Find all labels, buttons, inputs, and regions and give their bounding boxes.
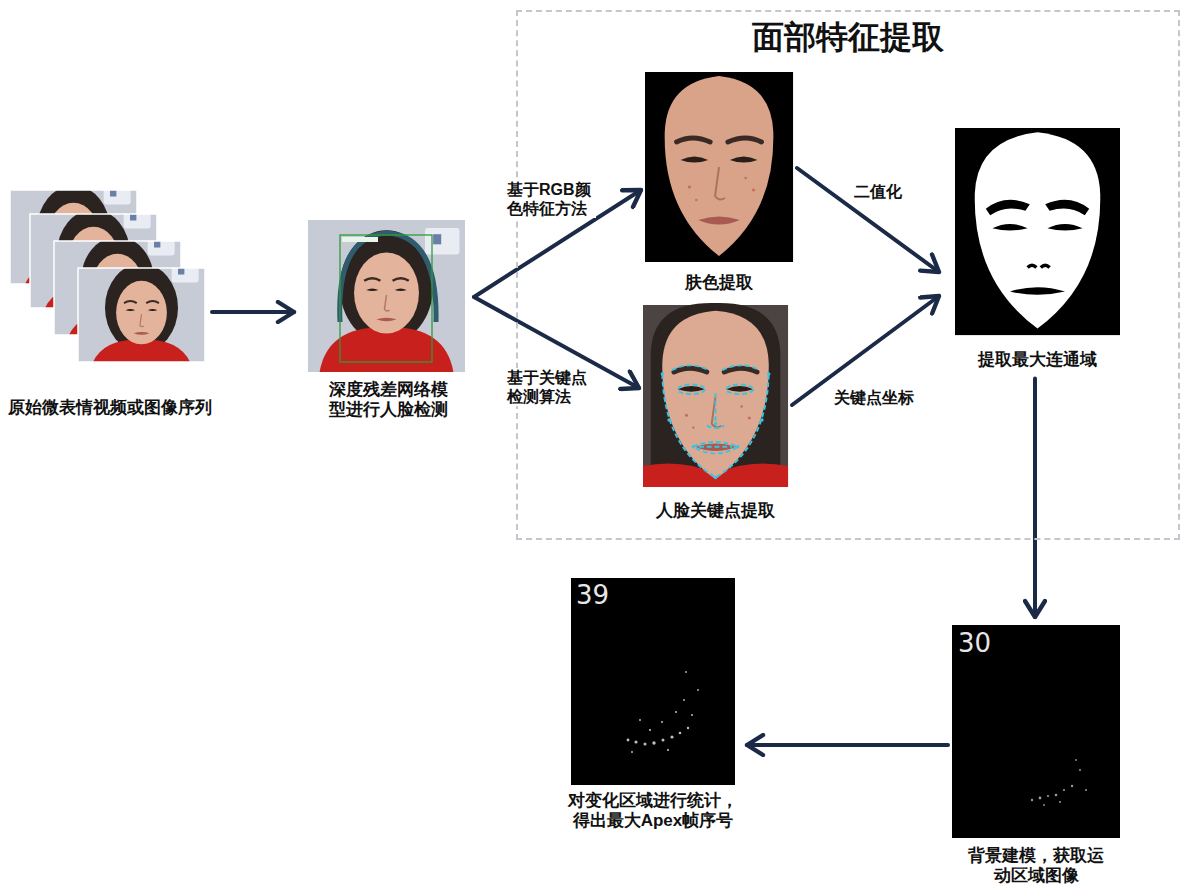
face xyxy=(662,311,769,480)
region-title: 面部特征提取 xyxy=(518,12,1178,56)
frame-edge xyxy=(78,268,205,362)
binary-image xyxy=(955,128,1120,335)
image-background xyxy=(571,578,735,785)
image-caption: 原始微表情视频或图像序列 xyxy=(5,398,215,418)
flow-arrow xyxy=(747,743,948,747)
mask-hole xyxy=(1028,265,1050,267)
image-background xyxy=(955,128,1120,335)
mask-hole xyxy=(986,200,1089,215)
image-panel: 人脸关键点提取 xyxy=(643,305,788,521)
group-region: 面部特征提取肤色提取人脸关键点提取 提取最大连通域 xyxy=(516,10,1180,540)
image-background xyxy=(645,72,793,262)
detection-tag xyxy=(342,237,378,242)
image-panel: 原始微表情视频或图像序列 xyxy=(10,190,210,418)
mask-hole xyxy=(992,224,1082,231)
image-panel: 背景建模，获取运动区域图像 xyxy=(952,625,1120,887)
image-background xyxy=(952,625,1120,838)
edge-label: 二值化 xyxy=(853,182,903,201)
image-caption: 人脸关键点提取 xyxy=(646,501,786,521)
frame-stack xyxy=(10,177,205,374)
frame-number: 30 xyxy=(958,630,991,656)
image-caption: 对变化区域进行统计， 得出最大Apex帧序号 xyxy=(566,791,741,832)
image-caption: 提取最大连通域 xyxy=(963,350,1113,370)
facial-features xyxy=(677,138,762,225)
landmark-points xyxy=(661,372,771,479)
headphones xyxy=(340,233,436,322)
edge-label: 关键点坐标 xyxy=(833,388,915,407)
edge-label: 基于RGB颜色特征方法 xyxy=(506,180,596,218)
flow-arrow xyxy=(1033,378,1037,617)
image-caption: 肤色提取 xyxy=(659,273,779,293)
landmark-image xyxy=(643,303,788,487)
image-panel: 对变化区域进行统计， 得出最大Apex帧序号 xyxy=(571,578,735,832)
video-frame xyxy=(78,255,205,374)
flow-arrow xyxy=(797,168,939,272)
facial-features xyxy=(674,368,757,451)
edge-label: 基于关键点检测算法 xyxy=(506,368,594,406)
image-panel: 提取最大连通域 xyxy=(955,128,1120,370)
flow-arrow xyxy=(212,310,294,314)
image-panel: 肤色提取 xyxy=(645,72,793,293)
motion-image xyxy=(952,625,1120,838)
landmark-lines xyxy=(662,365,768,477)
skin-region xyxy=(665,76,774,256)
mask-hole xyxy=(1010,287,1065,295)
hair xyxy=(651,303,781,487)
motion-pixels xyxy=(627,671,699,753)
apex-image xyxy=(571,578,735,785)
face-mask xyxy=(975,132,1101,328)
detection-image xyxy=(305,220,467,372)
skin-image xyxy=(645,72,793,262)
detection-box xyxy=(340,235,432,362)
image-panel: 深度残差网络模型进行人脸检测 xyxy=(308,220,468,421)
motion-pixels xyxy=(1031,759,1087,806)
frame-number: 39 xyxy=(576,582,609,608)
image-caption: 背景建模，获取运动区域图像 xyxy=(966,846,1106,887)
video-frame xyxy=(305,220,467,372)
image-caption: 深度残差网络模型进行人脸检测 xyxy=(326,380,451,421)
